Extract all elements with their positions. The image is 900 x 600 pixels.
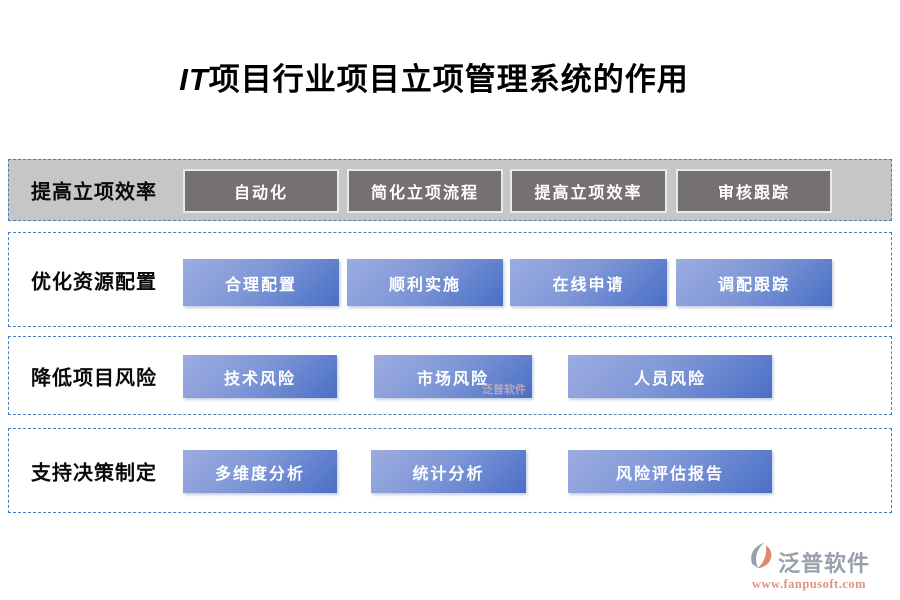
chip-risk-assessment-report: 风险评估报告 [568,450,772,493]
chip-market-risk-label: 市场风险 [416,370,489,388]
chip-technical-risk: 技术风险 [183,355,337,398]
band-improve-efficiency: 提高立项效率 自动化 简化立项流程 提高立项效率 审核跟踪 [8,159,892,221]
brand-name: 泛普软件 [777,551,870,576]
band-label-reduce-risk: 降低项目风险 [31,367,157,389]
page-title: IT项目行业项目立项管理系统的作用 [0,54,868,99]
band-label-optimize-resources: 优化资源配置 [31,271,157,293]
band-label-improve-efficiency: 提高立项效率 [31,181,157,204]
chip-reasonable-allocation: 合理配置 [183,259,339,306]
chip-allocation-tracking: 调配跟踪 [676,259,832,306]
chip-audit-tracking: 审核跟踪 [676,169,832,213]
title-text: 项目行业项目立项管理系统的作用 [208,62,689,97]
fanpu-logo-icon [748,541,775,575]
title-prefix: IT [179,62,209,97]
brand-website: www.fanpusoft.com [751,577,867,591]
band-label-support-decisions: 支持决策制定 [31,462,157,484]
chip-market-risk: 市场风险 泛普软件 [374,355,532,398]
brand-block: 泛普软件 www.fanpusoft.com [734,541,884,592]
chip-improve-initiation-efficiency: 提高立项效率 [510,169,667,213]
band-reduce-risk: 降低项目风险 技术风险 市场风险 泛普软件 人员风险 [8,336,892,415]
band-optimize-resources: 优化资源配置 合理配置 顺利实施 在线申请 调配跟踪 [8,232,892,327]
chip-personnel-risk: 人员风险 [568,355,772,398]
chip-online-application: 在线申请 [510,259,667,306]
chip-smooth-implementation: 顺利实施 [347,259,503,306]
chip-multidimensional-analysis: 多维度分析 [183,450,337,493]
band-support-decisions: 支持决策制定 多维度分析 统计分析 风险评估报告 [8,428,892,513]
chip-statistical-analysis: 统计分析 [371,450,526,493]
chip-automation: 自动化 [183,169,339,213]
chip-simplify-initiation-process: 简化立项流程 [347,169,503,213]
